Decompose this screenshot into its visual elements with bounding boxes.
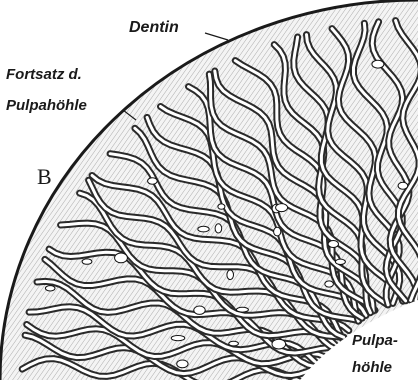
pulp-pore [148,178,158,185]
fortsatz-label-line2: Pulpahöhle [6,97,87,114]
dentin-label: Dentin [129,19,179,36]
fortsatz-label-line1: Fortsatz d. [6,66,82,83]
pulp-pore [194,306,205,314]
pulp-pore [198,226,209,232]
pulp-pore [227,270,234,280]
pulp-pore [177,360,188,368]
pulp-pore [335,259,345,264]
pulp-pore [274,227,281,236]
panel-letter: B [37,164,52,189]
pulp-pore [372,60,384,68]
pulp-pore [398,182,408,189]
pulp-pore [115,253,128,263]
pulp-pore [215,224,222,233]
pulp-pore [325,281,334,287]
pulp-pore [171,336,185,341]
pulp-pore [45,286,55,291]
pulp-pore [272,339,286,349]
pulp-pore [229,341,239,346]
pulp-pore [328,241,338,248]
pulp-pore [218,204,225,209]
pulpa-label-line2: höhle [352,359,392,376]
pulpa-label-line1: Pulpa- [352,332,398,349]
pulp-pore [236,307,248,312]
pulp-pore [82,259,92,264]
dentin-leader-line [205,33,228,40]
pulp-pore [276,204,288,212]
